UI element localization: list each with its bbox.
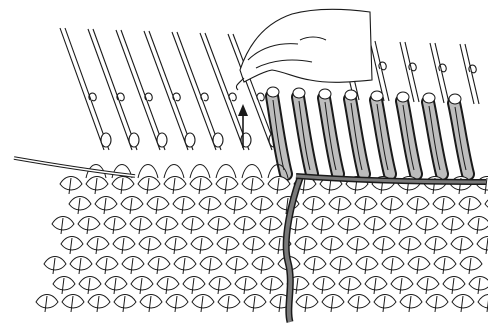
needle (65, 28, 109, 150)
needle (116, 30, 160, 150)
needle-hook (173, 93, 180, 101)
stitch-top (138, 165, 158, 179)
needle-head (371, 91, 383, 101)
needle-hook (229, 93, 236, 101)
needle-hook (469, 65, 476, 73)
stitch-top (164, 165, 184, 179)
needle-head (319, 89, 331, 99)
waste-yarn-loops (267, 87, 468, 174)
needle-head (345, 90, 357, 100)
needle-loop (157, 133, 167, 147)
needle-hook (257, 93, 264, 101)
needle (88, 29, 132, 150)
needle (60, 28, 104, 150)
needle-loop (101, 133, 111, 147)
hand-icon (236, 9, 372, 90)
needle-hook (201, 93, 208, 101)
stitch-top (216, 165, 236, 179)
needle-loop (129, 133, 139, 147)
needle-head (267, 87, 279, 97)
needle-hook (409, 63, 416, 71)
needle-head (293, 88, 305, 98)
needle (177, 32, 221, 150)
stitch-top (242, 165, 262, 179)
needle (200, 33, 244, 150)
needle (149, 31, 193, 150)
needle-head (423, 93, 435, 103)
needle (172, 32, 216, 150)
needle-head (397, 92, 409, 102)
needle-loop (213, 133, 223, 147)
needle-hook (439, 64, 446, 72)
needle-hook (379, 62, 386, 70)
needle (93, 29, 137, 150)
needle-head (449, 94, 461, 104)
stitch-top (190, 165, 210, 179)
stitch (478, 295, 488, 309)
needle (144, 31, 188, 150)
needle (121, 30, 165, 150)
needle-loop (185, 133, 195, 147)
knitted-fabric (36, 165, 488, 313)
